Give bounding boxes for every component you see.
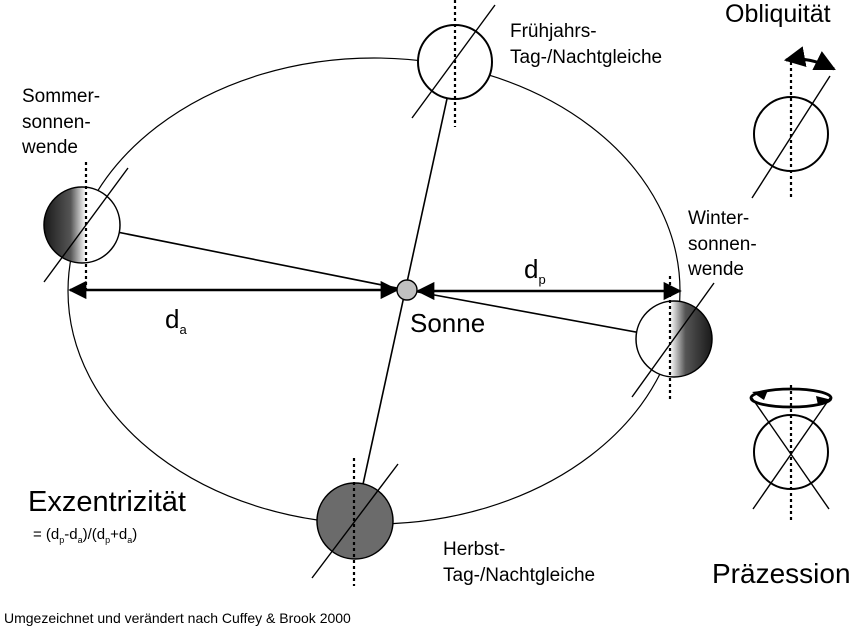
formula-sub: p xyxy=(105,535,111,545)
label-spring-equinox: Frühjahrs- Tag-/Nachtgleiche xyxy=(510,19,662,70)
formula-part: )/(d xyxy=(82,526,106,543)
label-spring-line2: Tag-/Nachtgleiche xyxy=(510,46,663,68)
label-dp: dp xyxy=(524,256,546,286)
formula-sub: a xyxy=(77,535,83,545)
label-winter-line3: wende xyxy=(688,259,744,281)
sun-circle xyxy=(396,279,418,301)
obliquity-icon xyxy=(751,46,836,200)
label-autumn-line2: Tag-/Nachtgleiche xyxy=(443,564,596,586)
precession-icon xyxy=(749,385,833,520)
planet-winter xyxy=(631,276,715,402)
label-da: da xyxy=(165,306,187,336)
label-eccentricity: Exzentrizität xyxy=(28,486,186,518)
planet-summer xyxy=(43,162,129,290)
radius-line-summer xyxy=(81,224,408,291)
label-summer-line1: Sommer- xyxy=(22,86,101,107)
credit-line: Umgezeichnet und verändert nach Cuffey &… xyxy=(4,610,351,626)
label-summer-line2: sonnen- xyxy=(22,111,91,133)
eccentricity-formula: = (dp-da)/(dp+da) xyxy=(33,527,137,545)
dp-sub: p xyxy=(538,272,546,288)
formula-sub: p xyxy=(59,535,65,545)
da-sub: a xyxy=(179,322,187,338)
planet-autumn xyxy=(311,458,399,586)
precession-rotation-ring xyxy=(749,387,833,409)
label-obliquity: Obliquität xyxy=(725,0,831,28)
formula-part: = (d xyxy=(33,526,60,543)
label-autumn-line1: Herbst- xyxy=(443,539,506,560)
formula-part: ) xyxy=(132,526,138,543)
label-winter-solstice: Winter- sonnen- wende xyxy=(688,206,757,283)
dp-main: d xyxy=(524,254,539,284)
label-summer-solstice: Sommer- sonnen- wende xyxy=(22,84,100,161)
formula-part: -d xyxy=(64,526,78,543)
label-sun: Sonne xyxy=(410,308,486,338)
label-autumn-equinox: Herbst- Tag-/Nachtgleiche xyxy=(443,537,595,588)
obliquity-rotation-arrow xyxy=(783,46,836,71)
label-winter-line1: Winter- xyxy=(688,208,750,229)
label-summer-line3: wende xyxy=(22,137,78,159)
da-main: d xyxy=(165,304,180,334)
label-spring-line1: Frühjahrs- xyxy=(510,21,597,42)
label-winter-line2: sonnen- xyxy=(688,233,757,255)
label-precession: Präzession xyxy=(712,558,851,589)
formula-sub: a xyxy=(127,535,133,545)
formula-part: +d xyxy=(110,526,128,543)
planet-spring xyxy=(411,0,496,127)
